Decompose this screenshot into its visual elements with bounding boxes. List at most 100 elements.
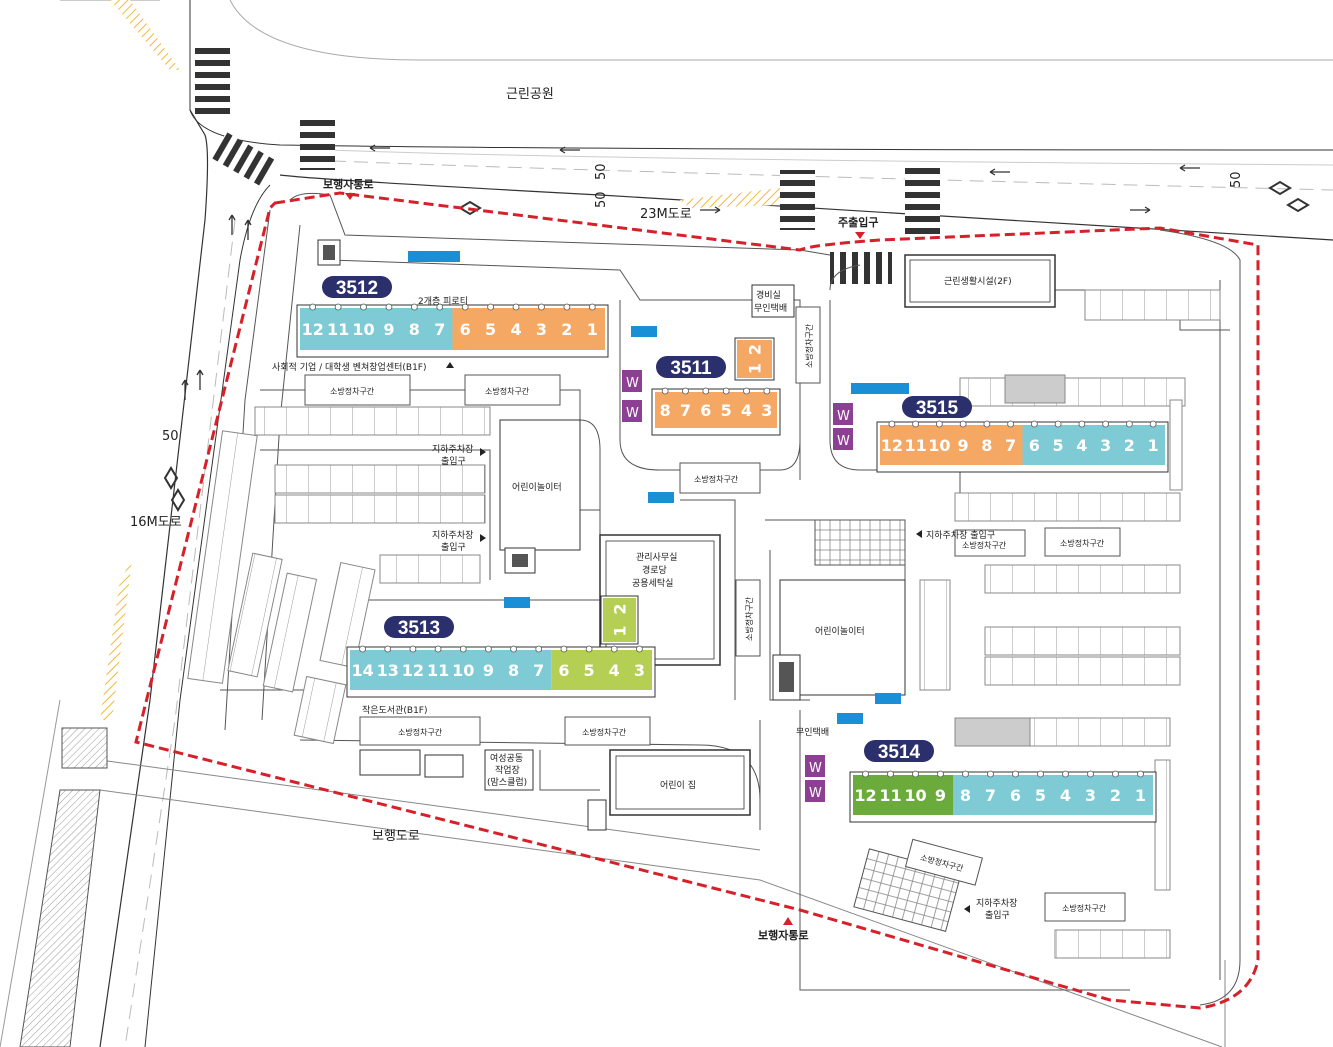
guard-house [751, 284, 795, 318]
unit-number: 1 [1135, 786, 1146, 805]
unit-number: 4 [510, 320, 521, 339]
unit-number: 10 [452, 661, 474, 680]
unit-entry-marker [682, 387, 689, 395]
waste-marker: W [626, 406, 639, 421]
unit-group [853, 775, 953, 815]
unit-entry-marker [935, 420, 943, 428]
unit-entry-marker [983, 420, 991, 428]
unit-number: 9 [483, 661, 494, 680]
unit-number: 5 [721, 401, 732, 420]
unit-entry-marker [360, 303, 367, 311]
unit-entry-marker [359, 645, 366, 653]
parking-areas [187, 289, 1221, 959]
unit-number: 11 [327, 320, 349, 339]
unit-entry-marker [661, 387, 669, 395]
unit-entry-marker [636, 645, 643, 653]
unit-entry-marker [1112, 770, 1119, 778]
women-workshop-label-2: 작업장 [495, 765, 520, 776]
building-badge [656, 356, 726, 378]
unit-group [452, 308, 605, 350]
unit-entry-marker [485, 645, 492, 653]
arrow-down-icon [345, 193, 355, 200]
side-units: 21 [600, 595, 639, 645]
crosswalk [830, 252, 892, 284]
arrow-down-icon [855, 232, 865, 239]
ug-entry-2: 지하주차장 [432, 529, 473, 541]
unit-number: 8 [981, 436, 992, 455]
unit-entry-marker [588, 303, 596, 311]
unit-number: 6 [1029, 436, 1040, 455]
park-label: 근린공원 [506, 87, 554, 102]
unit-entry-marker [436, 303, 444, 311]
median-hatch [680, 188, 780, 208]
b3513-note-bottom: 작은도서관(B1F) [362, 705, 428, 716]
ug-entry-4: 지하주차장 [976, 897, 1017, 909]
ug-entry-2b: 출입구 [441, 541, 466, 553]
unit-number: 7 [533, 661, 544, 680]
median-hatch [110, 0, 180, 70]
unit-entry-marker [702, 387, 710, 395]
ug-entry-1: 지하주차장 [432, 443, 473, 455]
arrow-up-icon [783, 917, 793, 925]
parcel-label: 무인택배 [754, 303, 787, 314]
crosswalk [780, 170, 815, 230]
guard-label: 경비실 [756, 289, 781, 301]
crossing-pad [61, 727, 108, 769]
road-arrow-icons [181, 144, 1200, 400]
unit-entry-marker [959, 420, 967, 428]
unit-entry-marker [1125, 420, 1133, 428]
waste-marker: W [837, 434, 850, 449]
unit-entry-marker [409, 645, 417, 653]
unit-number: 12 [302, 320, 324, 339]
unit-entry-marker [1030, 420, 1038, 428]
fire-zone-label: 소방정차구간 [330, 386, 375, 396]
unit-entry-marker [1037, 770, 1044, 778]
road-marking-50: 50 [594, 163, 609, 180]
unit-number: 7 [680, 401, 691, 420]
unit-number: 8 [508, 661, 519, 680]
ug-entry-4b: 출입구 [985, 909, 1010, 921]
unit-number: 14 [351, 661, 373, 680]
unit-entry-marker [459, 645, 467, 653]
unit-entry-marker [1137, 770, 1144, 778]
fire-zone-label: 소방정차구간 [1060, 538, 1105, 548]
unit-entry-marker [512, 303, 520, 311]
unit-entry-marker [560, 645, 568, 653]
unit-number: 13 [377, 661, 399, 680]
unit-number: 11 [904, 436, 926, 455]
unit-entry-marker [538, 303, 545, 311]
unit-entry-marker [987, 770, 994, 778]
unit-number: 12 [881, 436, 903, 455]
unit-entry-marker [1149, 420, 1157, 428]
main-entrance: 주출입구 [838, 215, 878, 229]
unit-number: 11 [879, 786, 901, 805]
unit-number: 7 [985, 786, 996, 805]
parcel-2-label: 무인택배 [796, 727, 829, 738]
crosswalk [211, 132, 279, 188]
unit-number: 6 [700, 401, 711, 420]
fire-zone-label: 소방정차구간 [804, 323, 814, 368]
fire-zones: 소방정차구간 소방정차구간 소방정차구간 소방정차구간 소방정차구간 소방정차구… [304, 306, 1126, 922]
road-marking-50: 50 [1229, 171, 1244, 188]
unit-entry-marker [1054, 420, 1062, 428]
unit-number: 10 [904, 786, 926, 805]
daycare-label: 어린이 집 [660, 779, 696, 791]
unit-entry-marker [743, 387, 750, 395]
women-workshop-label-3: (맘스클럽) [487, 777, 527, 788]
unit-number: 4 [741, 401, 752, 420]
unit-entry-marker [722, 387, 730, 395]
road-marking-50: 50 [594, 191, 609, 208]
unit-number: 5 [485, 320, 496, 339]
unit-entry-marker [1012, 770, 1019, 778]
unit-number: 9 [383, 320, 394, 339]
playground-1-label: 어린이놀이터 [512, 482, 562, 493]
unit-entry-marker [385, 303, 393, 311]
unit-entry-marker [912, 770, 919, 778]
unit-number: 4 [1060, 786, 1071, 805]
unit-number: 12 [854, 786, 876, 805]
unit-entry-marker [887, 770, 894, 778]
ug-entry-3: 지하주차장 출입구 [926, 529, 995, 541]
